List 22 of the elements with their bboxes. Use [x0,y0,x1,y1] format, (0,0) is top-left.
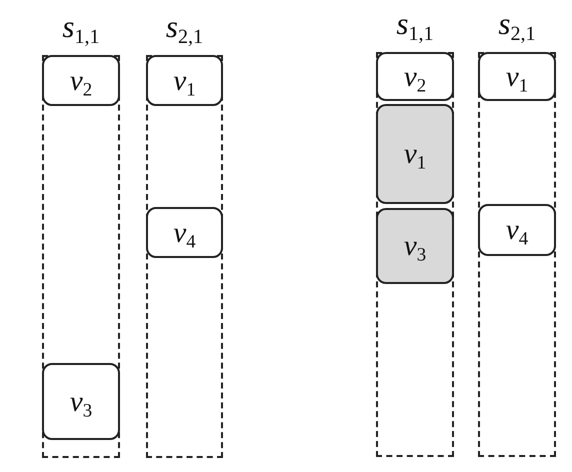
task-label: v$_{3}$ [404,231,426,261]
task-label: v$_{4}$ [173,218,196,248]
task-box [146,207,223,258]
task-box [478,204,556,256]
column-label: s$_{2,1}$ [166,10,204,44]
task-label: v$_{4}$ [506,215,528,245]
task-box [42,363,120,440]
task-box [376,52,454,101]
task-box [42,55,120,106]
task-box [146,55,223,106]
task-box [376,208,454,284]
task-box [478,52,556,101]
task-label: v$_{1}$ [506,62,528,92]
column-label: s$_{2,1}$ [498,7,536,41]
task-label: v$_{3}$ [70,386,92,416]
task-label: v$_{1}$ [173,66,196,96]
task-label: v$_{2}$ [404,62,426,92]
task-label: v$_{1}$ [404,139,426,169]
column-label: s$_{1,1}$ [62,10,100,44]
task-label: v$_{2}$ [70,66,92,96]
task-box [376,104,454,204]
column-label: s$_{1,1}$ [396,7,434,41]
